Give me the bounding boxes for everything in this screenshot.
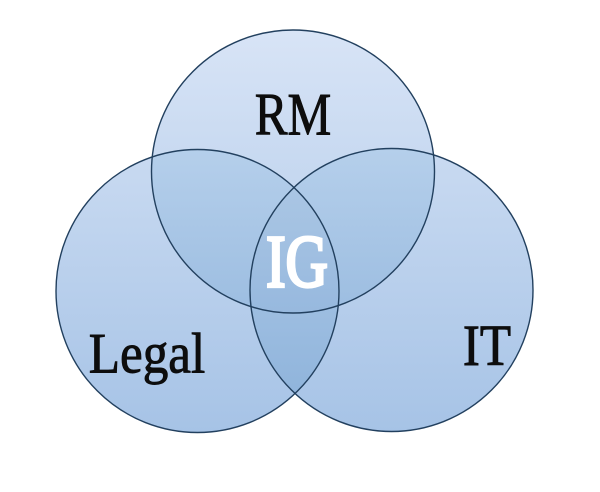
svg-text:Legal: Legal (89, 322, 205, 385)
svg-text:RM: RM (255, 81, 332, 148)
svg-text:IT: IT (463, 313, 511, 378)
svg-text:IG: IG (266, 222, 328, 303)
